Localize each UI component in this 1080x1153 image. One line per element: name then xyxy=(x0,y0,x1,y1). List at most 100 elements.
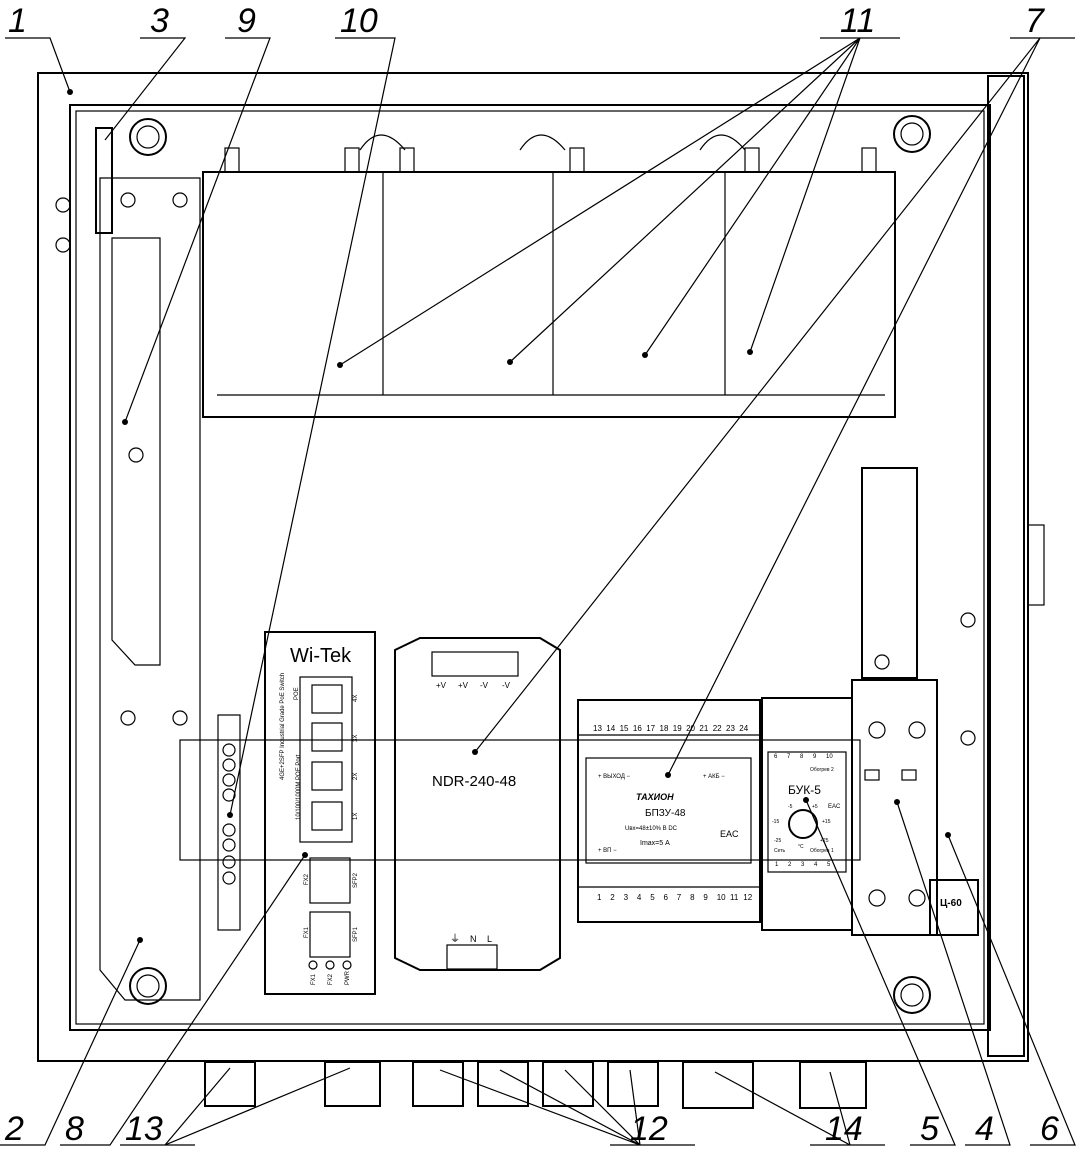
scale-mark: +15 xyxy=(822,819,831,825)
charger-brand: ТАХИОН xyxy=(636,792,674,802)
cable-glands xyxy=(204,1061,867,1109)
psu-terminal: -V xyxy=(502,681,511,690)
callout-5: 5 xyxy=(920,1110,939,1148)
corner-bolts xyxy=(129,115,931,1014)
callout-2: 2 xyxy=(4,1110,24,1148)
psu-terminal: +V xyxy=(458,681,469,690)
terminal-number: 1 xyxy=(775,862,779,868)
thermo-heat1: Обогрев 1 xyxy=(810,848,834,854)
door-lock xyxy=(1027,524,1045,606)
terminal-number: 18 xyxy=(660,724,669,733)
terminal-number: 2 xyxy=(610,893,615,902)
charger-model: БПЗУ-48 xyxy=(645,808,686,819)
port-label: 2X xyxy=(353,773,359,780)
terminal-number: 7 xyxy=(677,893,682,902)
terminal-number: 4 xyxy=(637,893,642,902)
charger-vp-label: + ВП − xyxy=(598,848,617,854)
thermo-model: БУК-5 xyxy=(788,783,821,797)
terminal-number: 5 xyxy=(827,862,831,868)
scale-mark: +5 xyxy=(812,804,818,810)
scale-mark: +25 xyxy=(820,838,829,844)
terminal-number: 5 xyxy=(650,893,655,902)
thermo-eac: EAC xyxy=(828,804,841,810)
charger-eac: EAC xyxy=(720,829,739,839)
door-latch xyxy=(95,127,113,234)
sfp-label: SFP1 xyxy=(353,926,359,942)
poe-switch xyxy=(264,631,376,995)
callout-3: 3 xyxy=(150,2,169,40)
terminal-number: 19 xyxy=(673,724,682,733)
port-label: 3X xyxy=(353,735,359,742)
callout-1: 1 xyxy=(8,2,27,40)
callout-6: 6 xyxy=(1040,1110,1059,1148)
scale-mark: -5 xyxy=(788,804,793,810)
terminal-number: 9 xyxy=(703,893,708,902)
screws xyxy=(55,192,976,746)
thermostat-module xyxy=(761,697,853,931)
terminal-number: 3 xyxy=(801,862,805,868)
batteries xyxy=(202,134,896,418)
terminal-number: 8 xyxy=(800,754,804,760)
switch-brand: Wi-Tek xyxy=(290,645,352,667)
sfp-label: SFP2 xyxy=(353,872,359,888)
terminal-number: 11 xyxy=(730,893,739,902)
callout-12: 12 xyxy=(630,1110,668,1148)
led-label: FX2 xyxy=(328,973,334,985)
cabinet-frame xyxy=(69,104,991,1031)
switch-ports-label: 10/100/1000M POE Port xyxy=(296,754,302,820)
leader-lines xyxy=(0,37,1076,1146)
terminal-number: 6 xyxy=(664,893,669,902)
psu-terminal: ⏚ xyxy=(450,933,460,945)
led-label: FX1 xyxy=(311,973,317,985)
terminal-number: 12 xyxy=(743,893,752,902)
side-bracket xyxy=(111,237,161,666)
terminal-number: 23 xyxy=(726,724,735,733)
thermo-mains: Сеть xyxy=(774,848,786,854)
thermo-top-terminals: 6 7 8 9 10 xyxy=(774,754,833,760)
terminal-number: 20 xyxy=(686,724,695,733)
terminal-number: 24 xyxy=(739,724,748,733)
terminal-number: 6 xyxy=(774,754,778,760)
port-label: 4X xyxy=(353,695,359,702)
terminal-number: 4 xyxy=(814,862,818,868)
callout-7: 7 xyxy=(1025,2,1045,40)
terminal-number: 2 xyxy=(788,862,792,868)
led-label: PWR xyxy=(345,970,351,985)
cabinet-inner xyxy=(75,110,985,1025)
thermo-heat2: Обогрев 2 xyxy=(810,767,834,773)
terminal-number: 9 xyxy=(813,754,817,760)
terminal-number: 10 xyxy=(717,893,726,902)
charger-voltage: Uвх=48±10% В DC xyxy=(625,826,678,832)
leader-dots xyxy=(67,89,951,943)
callout-14: 14 xyxy=(825,1110,863,1148)
charger-module xyxy=(577,699,761,923)
terminal-block xyxy=(217,714,241,931)
terminal-number: 15 xyxy=(620,724,629,733)
terminal-number: 1 xyxy=(597,893,602,902)
callout-13: 13 xyxy=(125,1110,163,1148)
switch-poe-label: POE xyxy=(294,687,300,700)
scale-mark: -25 xyxy=(774,838,781,844)
din-rail xyxy=(179,739,861,861)
psu-terminal: +V xyxy=(436,681,447,690)
breaker-label: Ц-60 xyxy=(940,898,962,909)
sfp-label: FX2 xyxy=(304,873,310,885)
callout-8: 8 xyxy=(65,1110,84,1148)
charger-current: Imax=5 А xyxy=(640,840,670,847)
mounting-plate xyxy=(99,177,201,1001)
terminal-number: 8 xyxy=(690,893,695,902)
callout-4: 4 xyxy=(975,1110,994,1148)
terminal-number: 21 xyxy=(699,724,708,733)
port-label: 1X xyxy=(353,813,359,820)
terminal-number: 17 xyxy=(646,724,655,733)
psu-terminal: -V xyxy=(480,681,489,690)
thermo-unit: °C xyxy=(798,844,804,850)
psu-terminal: N xyxy=(470,934,477,944)
terminal-number: 22 xyxy=(713,724,722,733)
terminal-number: 10 xyxy=(826,754,833,760)
psu-terminal: L xyxy=(487,934,492,944)
terminal-number: 7 xyxy=(787,754,791,760)
callout-10: 10 xyxy=(340,2,378,40)
